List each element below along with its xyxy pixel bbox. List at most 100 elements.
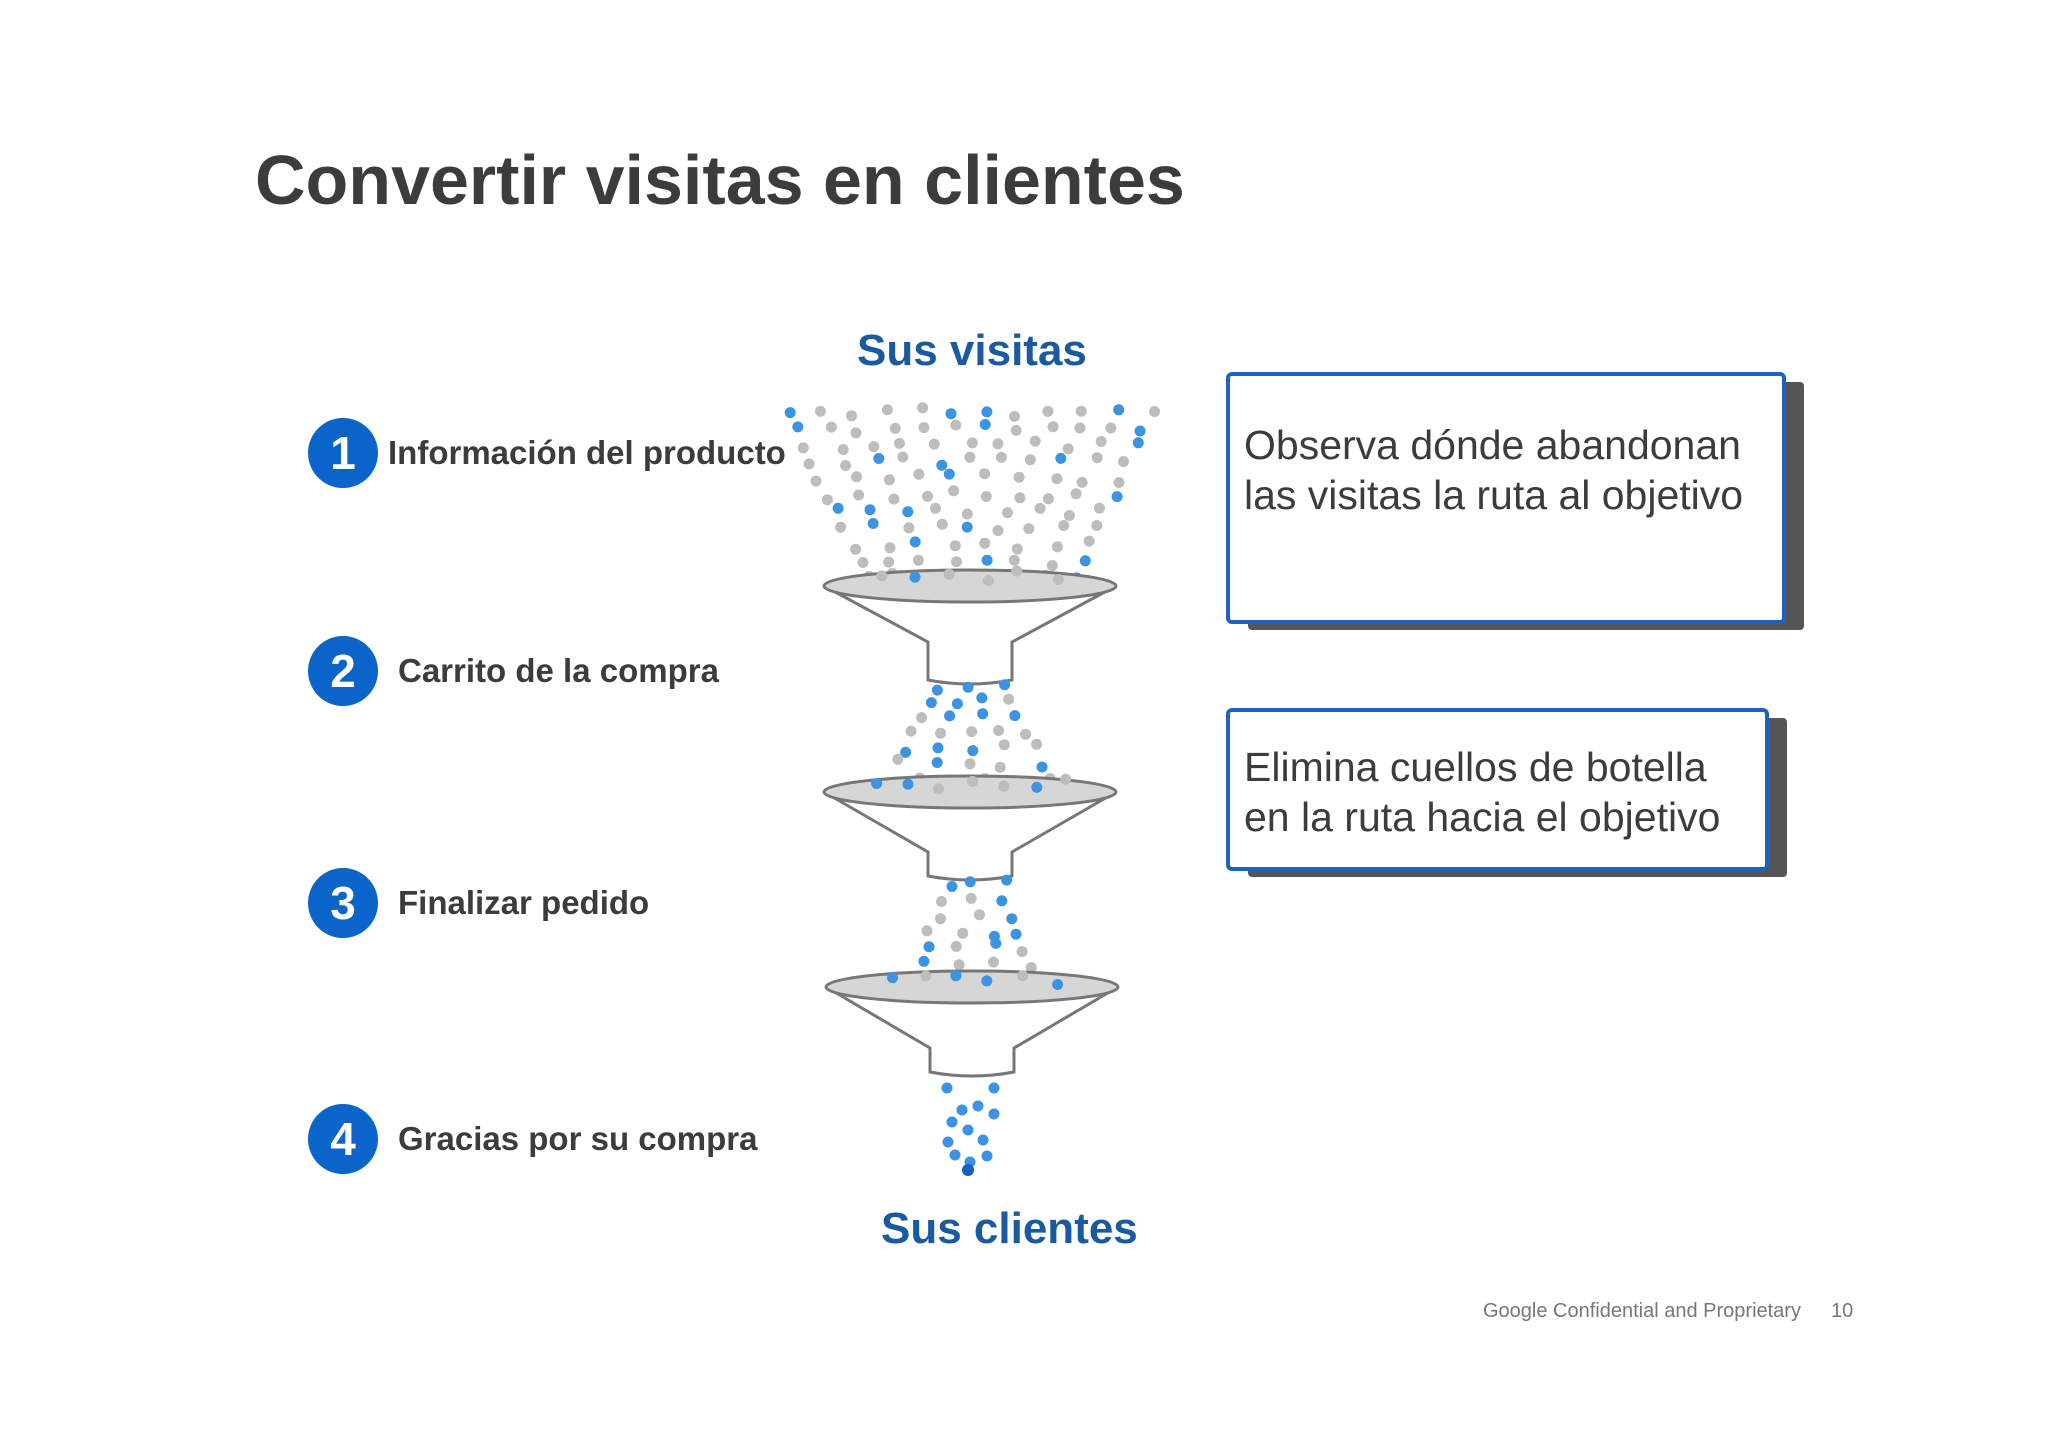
grey-visitor-dot — [967, 775, 978, 787]
grey-visitor-dot — [988, 956, 999, 968]
blue-visitor-dot — [1079, 555, 1091, 567]
customer-dot — [962, 1124, 974, 1136]
blue-visitor-dot — [918, 955, 930, 967]
grey-visitor-dot — [903, 522, 915, 534]
blue-visitor-dot — [943, 468, 955, 480]
grey-visitor-dot — [821, 494, 833, 506]
customer-dot — [949, 1149, 961, 1161]
grey-visitor-dot — [979, 468, 991, 480]
customer-dot — [981, 1150, 993, 1162]
grey-visitor-dot — [1046, 560, 1058, 572]
grey-visitor-dot — [889, 422, 901, 434]
blue-visitor-dot — [1113, 404, 1125, 416]
grey-visitor-dot — [964, 758, 976, 770]
grey-visitor-dot — [1118, 456, 1129, 468]
grey-visitor-dot — [922, 490, 933, 502]
step-number-badge: 4 — [308, 1104, 378, 1174]
customer-dot — [941, 1082, 953, 1094]
grey-visitor-dot — [950, 419, 962, 431]
blue-visitor-dot — [981, 975, 993, 987]
step-number-badge: 2 — [308, 636, 378, 706]
grey-visitor-dot — [1094, 502, 1105, 514]
blue-visitor-dot — [976, 692, 988, 704]
funnel-rim — [822, 774, 1118, 810]
blue-visitor-dot — [944, 710, 956, 722]
blue-visitor-dot — [792, 421, 804, 433]
page-number: 10 — [1831, 1300, 1854, 1322]
step-label: Finalizar pedido — [398, 884, 650, 921]
callout-eliminate: Elimina cuellos de botella en la ruta ha… — [1226, 708, 1769, 871]
grey-visitor-dot — [948, 485, 960, 497]
grey-visitor-dot — [1042, 405, 1054, 417]
grey-visitor-dot — [995, 451, 1007, 463]
blue-visitor-dot — [977, 708, 989, 720]
grey-visitor-dot — [918, 422, 930, 434]
grey-visitor-dot — [1051, 541, 1063, 553]
grey-visitor-dot — [1024, 454, 1036, 466]
grey-visitor-dot — [912, 554, 924, 566]
grey-visitor-dot — [957, 927, 969, 939]
grey-visitor-dot — [998, 780, 1010, 792]
grey-visitor-dot — [810, 475, 822, 487]
confidential-notice: Google Confidential and Proprietary — [1483, 1300, 1801, 1322]
grey-visitor-dot — [1010, 424, 1022, 436]
grey-visitor-dot — [857, 557, 869, 568]
step-3: 3 Finalizar pedido — [308, 868, 649, 938]
grey-visitor-dot — [888, 493, 900, 505]
blue-visitor-dot — [1031, 781, 1043, 793]
blue-visitor-dot — [981, 406, 993, 418]
step-label: Gracias por su compra — [398, 1120, 758, 1157]
grey-visitor-dot — [951, 556, 962, 568]
grey-visitor-dot — [1070, 488, 1082, 500]
callout-observe: Observa dónde abandonan las visitas la r… — [1226, 372, 1786, 624]
blue-visitor-dot — [962, 681, 974, 693]
grey-visitor-dot — [1042, 493, 1054, 505]
blue-visitor-dot — [999, 679, 1011, 691]
grey-visitor-dot — [868, 441, 880, 453]
grey-visitor-dot — [825, 421, 837, 433]
grey-visitor-dot — [905, 725, 917, 737]
grey-visitor-dot — [961, 508, 973, 520]
customer-dot — [942, 1136, 954, 1148]
grey-visitor-dot — [1075, 405, 1087, 417]
grey-visitor-dot — [950, 940, 962, 952]
grey-visitor-dot — [935, 896, 947, 907]
blue-visitor-dot — [902, 506, 914, 518]
step-2: 2 Carrito de la compra — [308, 636, 719, 706]
step-1: 1 Información del producto — [308, 418, 786, 488]
grey-visitor-dot — [1031, 738, 1043, 750]
blue-visitor-dot — [887, 972, 898, 984]
grey-visitor-dot — [883, 474, 895, 486]
grey-visitor-dot — [966, 437, 978, 449]
grey-visitor-dot — [953, 959, 965, 971]
customer-dot — [988, 1082, 1000, 1094]
grey-visitor-dot — [964, 451, 976, 463]
step-label: Carrito de la compra — [398, 652, 719, 689]
grey-visitor-dot — [949, 540, 961, 552]
step-number-badge: 3 — [308, 868, 378, 938]
blue-visitor-dot — [864, 504, 876, 516]
callout-text: Elimina cuellos de botella en la ruta ha… — [1244, 744, 1721, 840]
grey-visitor-dot — [1017, 970, 1029, 982]
grey-visitor-dot — [894, 437, 905, 449]
grey-visitor-dot — [850, 543, 862, 555]
blue-visitor-dot — [1036, 761, 1048, 773]
blue-visitor-dot — [909, 536, 921, 548]
funnel-rim — [824, 969, 1120, 1005]
blue-visitor-dot — [1132, 437, 1144, 449]
callout-text: Observa dónde abandonan las visitas la r… — [1244, 422, 1744, 518]
funnel-top-label: Sus visitas — [857, 326, 1087, 375]
customer-dot — [972, 1100, 984, 1112]
grey-visitor-dot — [884, 542, 896, 554]
grey-visitor-dot — [1076, 476, 1088, 488]
grey-visitor-dot — [1020, 728, 1032, 740]
grey-visitor-dot — [1063, 510, 1075, 521]
grey-visitor-dot — [913, 468, 925, 480]
grey-visitor-dot — [998, 739, 1010, 751]
grey-visitor-dot — [837, 444, 849, 455]
blue-visitor-dot — [931, 684, 943, 696]
blue-visitor-dot — [873, 453, 885, 464]
grey-visitor-dot — [920, 970, 932, 982]
blue-visitor-dot — [909, 571, 921, 583]
blue-visitor-dot — [931, 757, 943, 768]
